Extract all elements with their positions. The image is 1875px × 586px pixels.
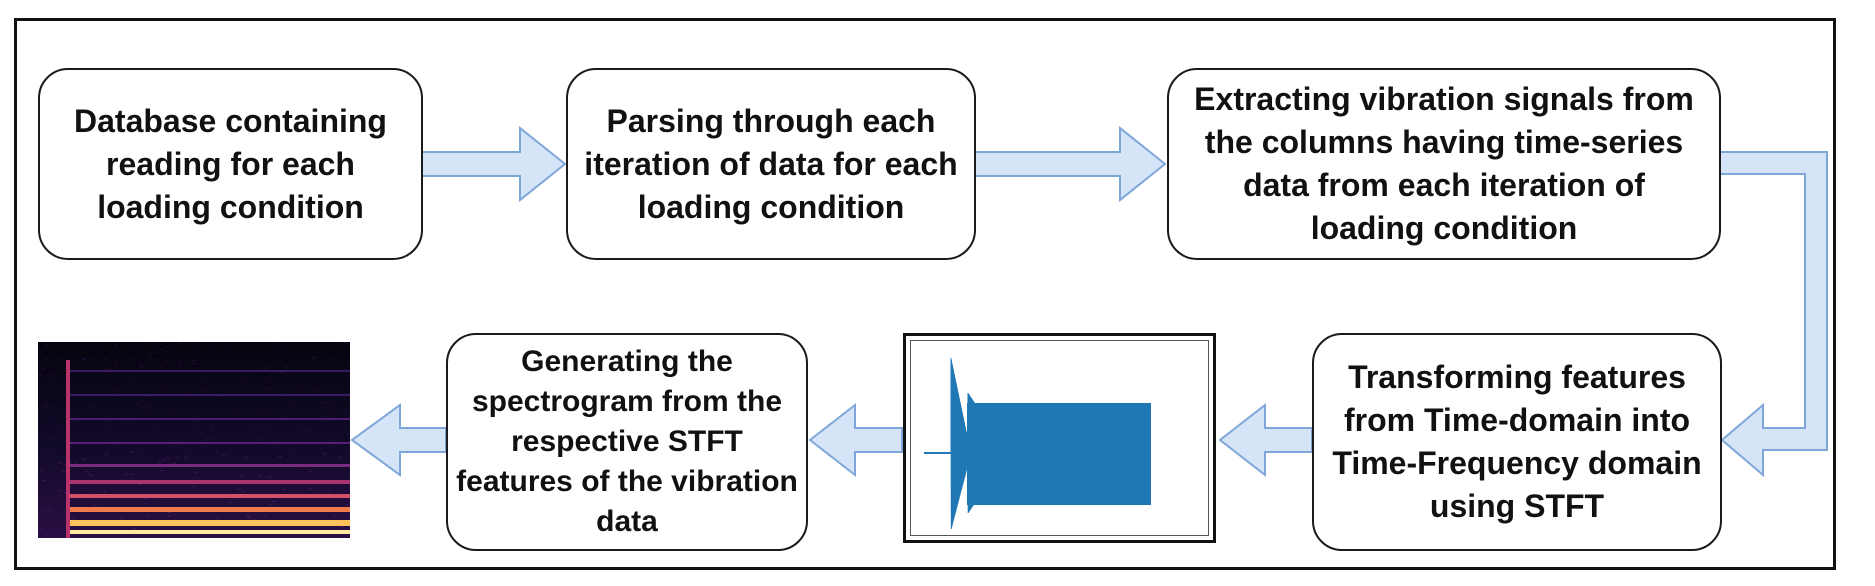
step-database-text: Database containing reading for each loa… bbox=[74, 102, 387, 225]
signal-plot-area bbox=[910, 340, 1209, 536]
arrow-parsing-to-extracting bbox=[974, 125, 1167, 203]
step-generating-text: Generating the spectrogram from the resp… bbox=[456, 345, 798, 538]
arrow-generating-to-spectrogram bbox=[350, 403, 447, 477]
arrow-database-to-parsing bbox=[421, 125, 567, 203]
step-transforming-box: Transforming features from Time-domain i… bbox=[1312, 333, 1722, 551]
arrow-extracting-to-transforming bbox=[1719, 151, 1828, 478]
step-generating-box: Generating the spectrogram from the resp… bbox=[446, 333, 808, 551]
step-extracting-box: Extracting vibration signals from the co… bbox=[1167, 68, 1721, 260]
vibration-signal-plot bbox=[903, 333, 1216, 543]
step-parsing-text: Parsing through each iteration of data f… bbox=[584, 102, 958, 225]
spectrogram-image bbox=[38, 342, 353, 538]
arrow-transforming-to-signal bbox=[1218, 402, 1313, 478]
step-database-box: Database containing reading for each loa… bbox=[38, 68, 423, 260]
step-parsing-box: Parsing through each iteration of data f… bbox=[566, 68, 976, 260]
vibration-signal-waveform bbox=[924, 357, 1151, 530]
step-transforming-text: Transforming features from Time-domain i… bbox=[1332, 359, 1702, 524]
spectrogram-graphic bbox=[38, 342, 353, 538]
diagram-frame bbox=[14, 18, 1836, 570]
step-extracting-text: Extracting vibration signals from the co… bbox=[1194, 81, 1694, 246]
arrow-signal-to-generating bbox=[808, 402, 903, 478]
